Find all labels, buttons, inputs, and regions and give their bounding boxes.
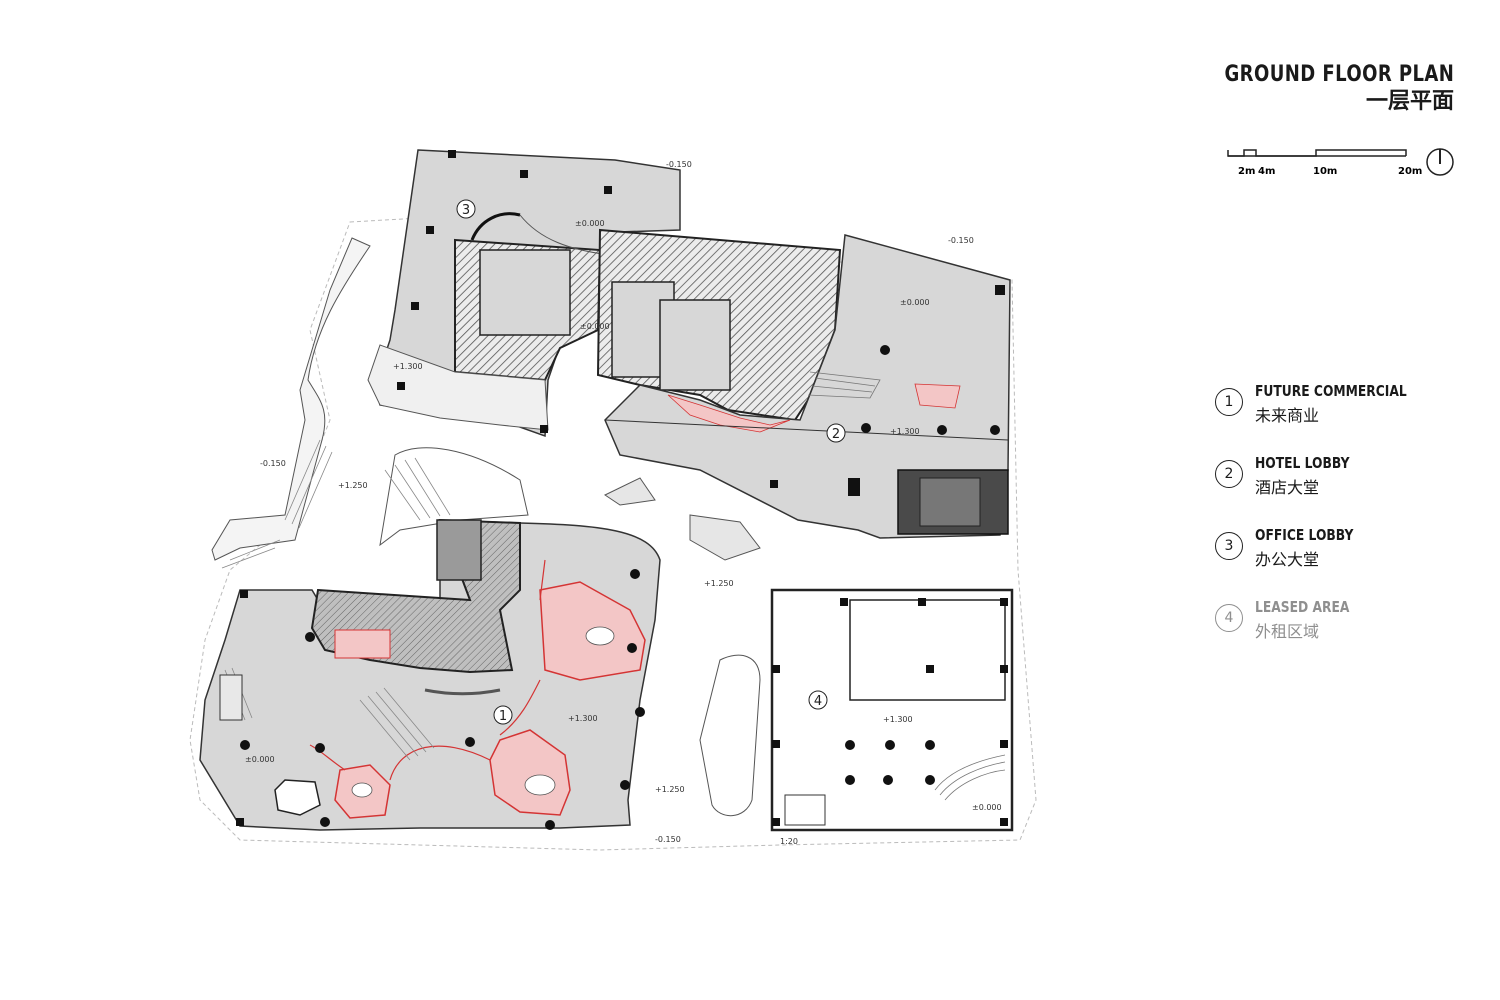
island-white-rock-1 bbox=[585, 626, 615, 646]
legend-number: 1 bbox=[1215, 388, 1243, 416]
title-chinese: 一层平面 bbox=[1365, 89, 1454, 114]
level-label: ±0.000 bbox=[245, 755, 275, 764]
svg-text:3: 3 bbox=[462, 203, 470, 218]
scale-label-10m: 10m bbox=[1313, 166, 1337, 177]
legend-label-cn: 外租区域 bbox=[1255, 622, 1320, 641]
legend-number: 2 bbox=[1215, 460, 1243, 488]
level-label: +1.300 bbox=[890, 427, 920, 436]
leased-stair bbox=[784, 794, 826, 826]
column-group bbox=[236, 150, 1008, 826]
legend-label-en: FUTURE COMMERCIAL bbox=[1255, 382, 1407, 400]
level-label: ±0.000 bbox=[900, 298, 930, 307]
terrace-plaza bbox=[367, 344, 549, 431]
legend-item-leased-area: 4 LEASED AREA 外租区域 bbox=[1215, 598, 1475, 670]
level-annotations: -0.150 -0.150 ±0.000 ±0.000 ±0.000 +1.30… bbox=[245, 160, 1002, 846]
zone-marker-3: 3 bbox=[456, 199, 476, 219]
elevator-block-3 bbox=[479, 249, 571, 336]
leased-inner-room bbox=[849, 599, 1006, 701]
elevator-block-2 bbox=[659, 299, 731, 391]
stair-lines-left bbox=[221, 439, 333, 569]
svg-text:1: 1 bbox=[499, 709, 507, 724]
red-path-line bbox=[309, 559, 546, 781]
level-label: +1.250 bbox=[655, 785, 685, 794]
office-curved-wall bbox=[470, 212, 521, 241]
commercial-stairs bbox=[224, 667, 435, 761]
legend-item-future-commercial: 1 FUTURE COMMERCIAL 未来商业 bbox=[1215, 382, 1475, 454]
level-label: ±0.000 bbox=[580, 322, 610, 331]
pavilion-stairs bbox=[384, 457, 451, 521]
commercial-pink-room bbox=[334, 629, 391, 659]
leased-building bbox=[770, 588, 1014, 832]
hotel-pink-band bbox=[667, 394, 791, 433]
level-label: +1.300 bbox=[568, 714, 598, 723]
hotel-pink-stair bbox=[914, 383, 961, 409]
level-label: ±0.000 bbox=[575, 219, 605, 228]
legend-item-office-lobby: 3 OFFICE LOBBY 办公大堂 bbox=[1215, 526, 1475, 598]
escalator bbox=[219, 674, 243, 721]
hotel-dark-core-inner bbox=[919, 477, 981, 527]
legend-number: 3 bbox=[1215, 532, 1243, 560]
round-column-group bbox=[240, 345, 1000, 830]
level-label: ±0.000 bbox=[972, 803, 1002, 812]
scale-label-4m: 4m bbox=[1258, 166, 1275, 177]
level-label: +1.300 bbox=[393, 362, 423, 371]
level-label: +1.250 bbox=[704, 579, 734, 588]
level-label: +1.300 bbox=[883, 715, 913, 724]
level-label: 1:20 bbox=[780, 837, 798, 846]
legend-label-cn: 办公大堂 bbox=[1255, 550, 1320, 569]
hotel-stairs bbox=[807, 371, 881, 399]
legend-item-hotel-lobby: 2 HOTEL LOBBY 酒店大堂 bbox=[1215, 454, 1475, 526]
walkway-curve bbox=[211, 237, 371, 561]
planter-blob bbox=[689, 514, 761, 561]
level-label: -0.150 bbox=[666, 160, 692, 169]
legend-number: 4 bbox=[1215, 604, 1243, 632]
scale-bar: 2m 4m 10m 20m bbox=[1227, 148, 1454, 177]
hotel-facade-line bbox=[604, 419, 1009, 441]
pavilion-curve bbox=[379, 447, 529, 547]
legend-label-en: HOTEL LOBBY bbox=[1255, 454, 1350, 472]
kiosk bbox=[274, 779, 321, 816]
scale-label-20m: 20m bbox=[1398, 166, 1422, 177]
level-label: -0.150 bbox=[948, 236, 974, 245]
level-label: +1.250 bbox=[338, 481, 368, 490]
island-white-rock-2 bbox=[524, 774, 556, 796]
legend: 1 FUTURE COMMERCIAL 未来商业 2 HOTEL LOBBY 酒… bbox=[1215, 382, 1475, 670]
commercial-dark-room bbox=[436, 519, 482, 581]
svg-text:4: 4 bbox=[814, 694, 822, 709]
leased-curved-stair bbox=[934, 754, 1006, 801]
level-label: -0.150 bbox=[260, 459, 286, 468]
north-arrow-icon bbox=[1426, 148, 1454, 176]
legend-label-en: OFFICE LOBBY bbox=[1255, 526, 1354, 544]
title-english: GROUND FLOOR PLAN bbox=[1224, 62, 1454, 87]
svg-text:2: 2 bbox=[832, 427, 840, 442]
title-block: GROUND FLOOR PLAN 一层平面 bbox=[1174, 62, 1454, 116]
level-label: -0.150 bbox=[655, 835, 681, 844]
zone-marker-1: 1 bbox=[493, 705, 513, 725]
scale-label-2m: 2m bbox=[1238, 166, 1255, 177]
south-ramp bbox=[699, 654, 761, 817]
pink-island-2 bbox=[489, 729, 571, 816]
legend-label-cn: 酒店大堂 bbox=[1255, 478, 1320, 497]
island-white-rock-3 bbox=[351, 782, 373, 798]
zone-marker-2: 2 bbox=[826, 423, 846, 443]
legend-label-cn: 未来商业 bbox=[1255, 406, 1320, 425]
zone-marker-4: 4 bbox=[808, 690, 828, 710]
planter-triangle bbox=[603, 477, 656, 506]
legend-label-en: LEASED AREA bbox=[1255, 598, 1350, 616]
commercial-bench-curve bbox=[424, 688, 501, 696]
